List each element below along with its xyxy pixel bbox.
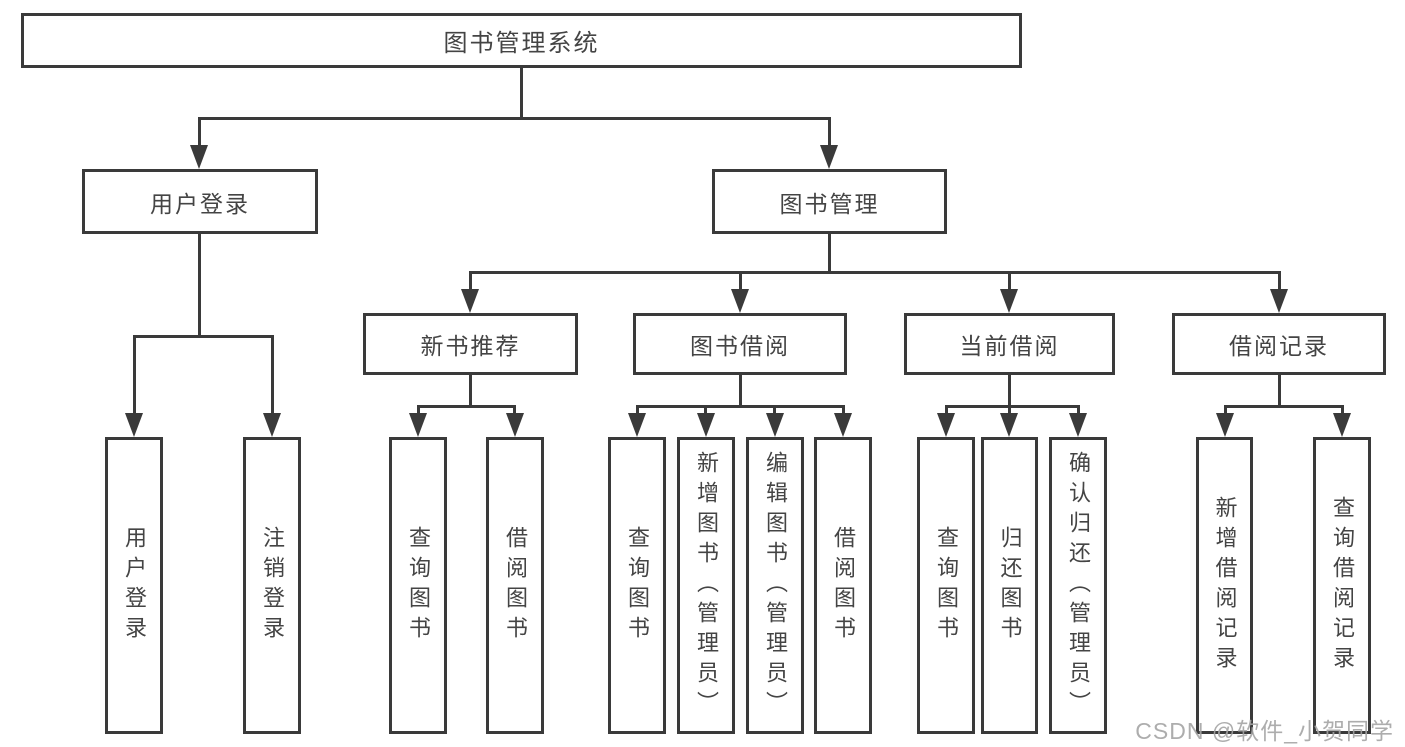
arrowhead-g5-2	[1333, 413, 1351, 437]
connector-book-borrow-stub	[739, 375, 742, 408]
connector-stem-borrow-records	[1278, 271, 1281, 292]
arrowhead-borrow-records	[1270, 289, 1288, 313]
connector-group3-distributor	[636, 405, 845, 408]
connector-user-login-distributor	[133, 335, 274, 338]
arrowhead-g3-2	[697, 413, 715, 437]
connector-group2-distributor	[417, 405, 516, 408]
node-book-borrow: 图书借阅	[633, 313, 847, 375]
connector-stem-user-login	[198, 117, 201, 148]
connector-stem-g3-3	[773, 405, 776, 416]
connector-stem-book-borrow	[739, 271, 742, 292]
arrowhead-g4-3	[1069, 413, 1087, 437]
leaf-query-borrow-record: 查询借阅记录	[1313, 437, 1371, 734]
connector-stem-g4-3	[1077, 405, 1080, 416]
leaf-user-login: 用户登录	[105, 437, 163, 734]
connector-level3-distributor	[469, 271, 1280, 274]
leaf-return-books: 归还图书	[981, 437, 1038, 734]
connector-stem-g4-2	[1008, 405, 1011, 416]
connector-stem-logout-leaf	[271, 335, 274, 416]
arrowhead-current-borrow	[1000, 289, 1018, 313]
node-new-book-recommend: 新书推荐	[363, 313, 578, 375]
connector-level2-distributor	[198, 117, 831, 120]
connector-stem-g5-2	[1341, 405, 1344, 416]
connector-current-borrow-stub	[1008, 375, 1011, 408]
connector-stem-login-leaf	[133, 335, 136, 416]
connector-book-management-stub	[828, 234, 831, 274]
connector-stem-g3-1	[636, 405, 639, 416]
connector-borrow-records-stub	[1278, 375, 1281, 408]
connector-stem-g2-1	[417, 405, 420, 416]
arrowhead-g2-2	[506, 413, 524, 437]
arrowhead-new-book	[461, 289, 479, 313]
connector-group4-distributor	[945, 405, 1080, 408]
arrowhead-logout-leaf	[263, 413, 281, 437]
connector-root-stub	[520, 68, 523, 119]
leaf-borrow-books: 借阅图书	[814, 437, 872, 734]
connector-stem-g3-4	[842, 405, 845, 416]
connector-group5-distributor	[1224, 405, 1344, 408]
connector-stem-g3-2	[704, 405, 707, 416]
leaf-confirm-return-admin: 确认归还（管理员）	[1049, 437, 1107, 734]
connector-user-login-stub	[198, 234, 201, 338]
leaf-query-books-recommend: 查询图书	[389, 437, 447, 734]
leaf-edit-books-admin: 编辑图书（管理员）	[746, 437, 804, 734]
arrowhead-g3-3	[766, 413, 784, 437]
leaf-borrow-books-recommend: 借阅图书	[486, 437, 544, 734]
leaf-add-borrow-record: 新增借阅记录	[1196, 437, 1253, 734]
arrowhead-g3-4	[834, 413, 852, 437]
connector-stem-current-borrow	[1008, 271, 1011, 292]
arrowhead-book-borrow	[731, 289, 749, 313]
node-borrow-records: 借阅记录	[1172, 313, 1386, 375]
arrowhead-g5-1	[1216, 413, 1234, 437]
node-library-management-system: 图书管理系统	[21, 13, 1022, 68]
arrowhead-user-login	[190, 145, 208, 169]
connector-stem-g4-1	[945, 405, 948, 416]
csdn-watermark: CSDN @软件_小贺同学	[1135, 718, 1394, 744]
arrowhead-book-management	[820, 145, 838, 169]
node-user-login: 用户登录	[82, 169, 318, 234]
arrowhead-login-leaf	[125, 413, 143, 437]
node-current-borrow: 当前借阅	[904, 313, 1115, 375]
arrowhead-g4-2	[1000, 413, 1018, 437]
node-book-management: 图书管理	[712, 169, 947, 234]
leaf-query-books-current: 查询图书	[917, 437, 975, 734]
arrowhead-g2-1	[409, 413, 427, 437]
arrowhead-g4-1	[937, 413, 955, 437]
connector-stem-g5-1	[1224, 405, 1227, 416]
connector-stem-book-management	[828, 117, 831, 148]
leaf-query-books-borrow: 查询图书	[608, 437, 666, 734]
arrowhead-g3-1	[628, 413, 646, 437]
connector-new-book-stub	[469, 375, 472, 408]
connector-stem-new-book	[469, 271, 472, 292]
leaf-add-books-admin: 新增图书（管理员）	[677, 437, 735, 734]
leaf-logout: 注销登录	[243, 437, 301, 734]
connector-stem-g2-2	[513, 405, 516, 416]
